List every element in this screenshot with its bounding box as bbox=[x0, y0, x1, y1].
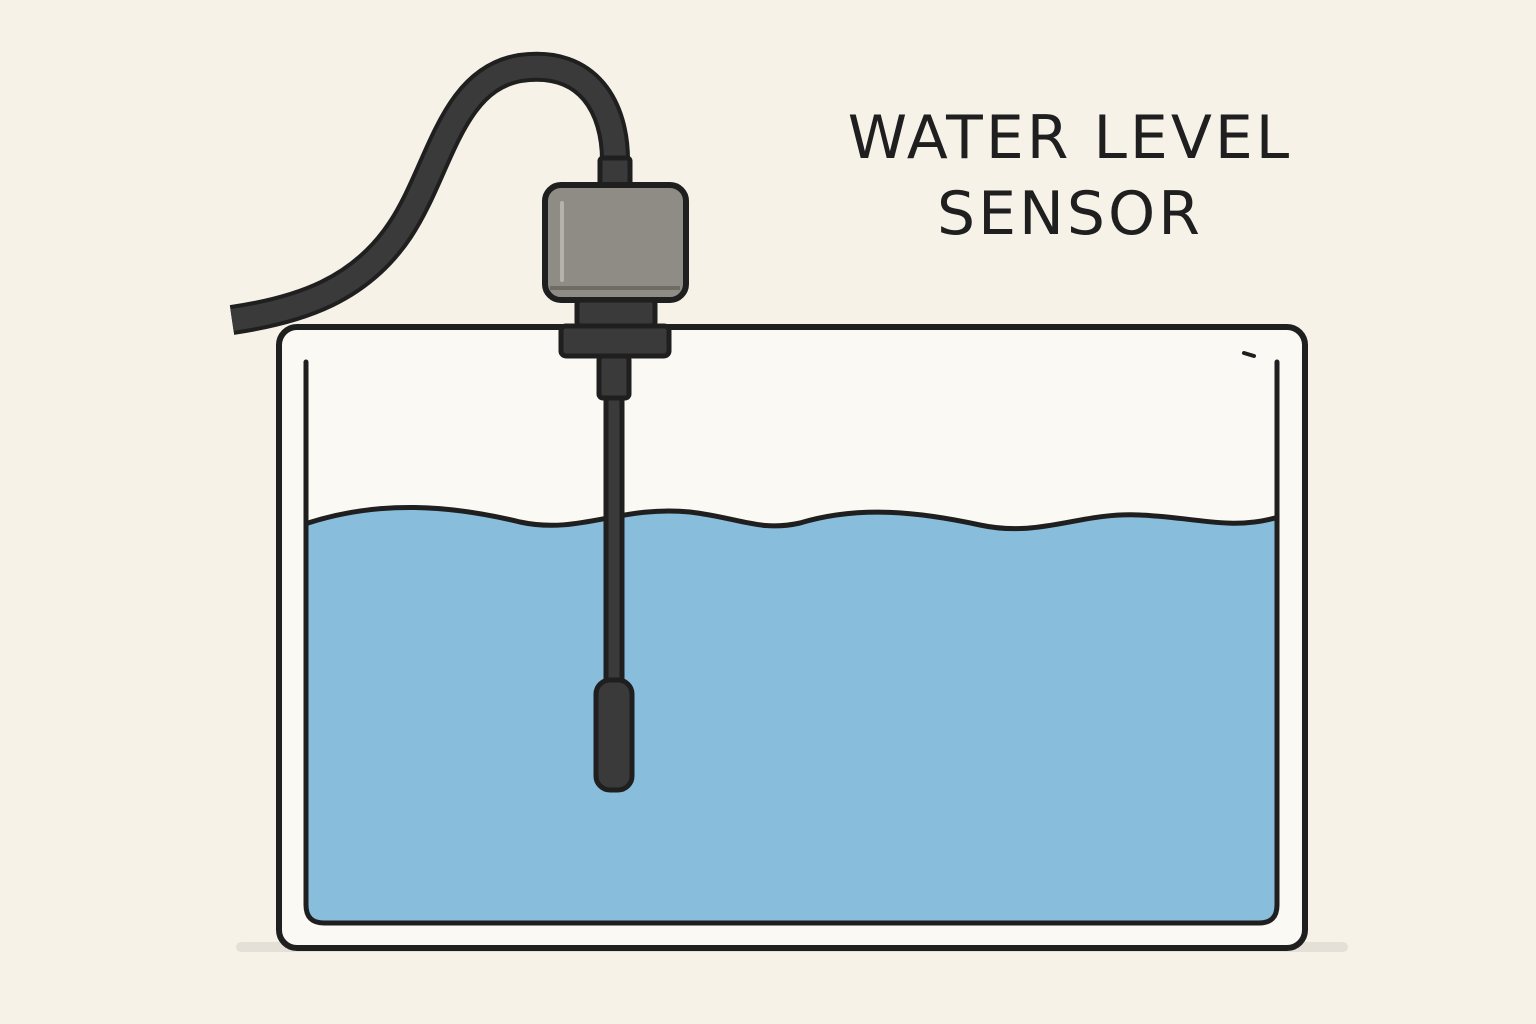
tank-inner-wall bbox=[303, 351, 1280, 926]
water-icon bbox=[305, 504, 1278, 921]
sensor-housing-icon bbox=[542, 182, 689, 359]
title-line-2: SENSOR bbox=[937, 179, 1203, 249]
diagram-title: WATER LEVEL SENSOR bbox=[800, 100, 1340, 252]
title-line-1: WATER LEVEL bbox=[847, 103, 1293, 173]
probe-icon bbox=[593, 353, 635, 793]
